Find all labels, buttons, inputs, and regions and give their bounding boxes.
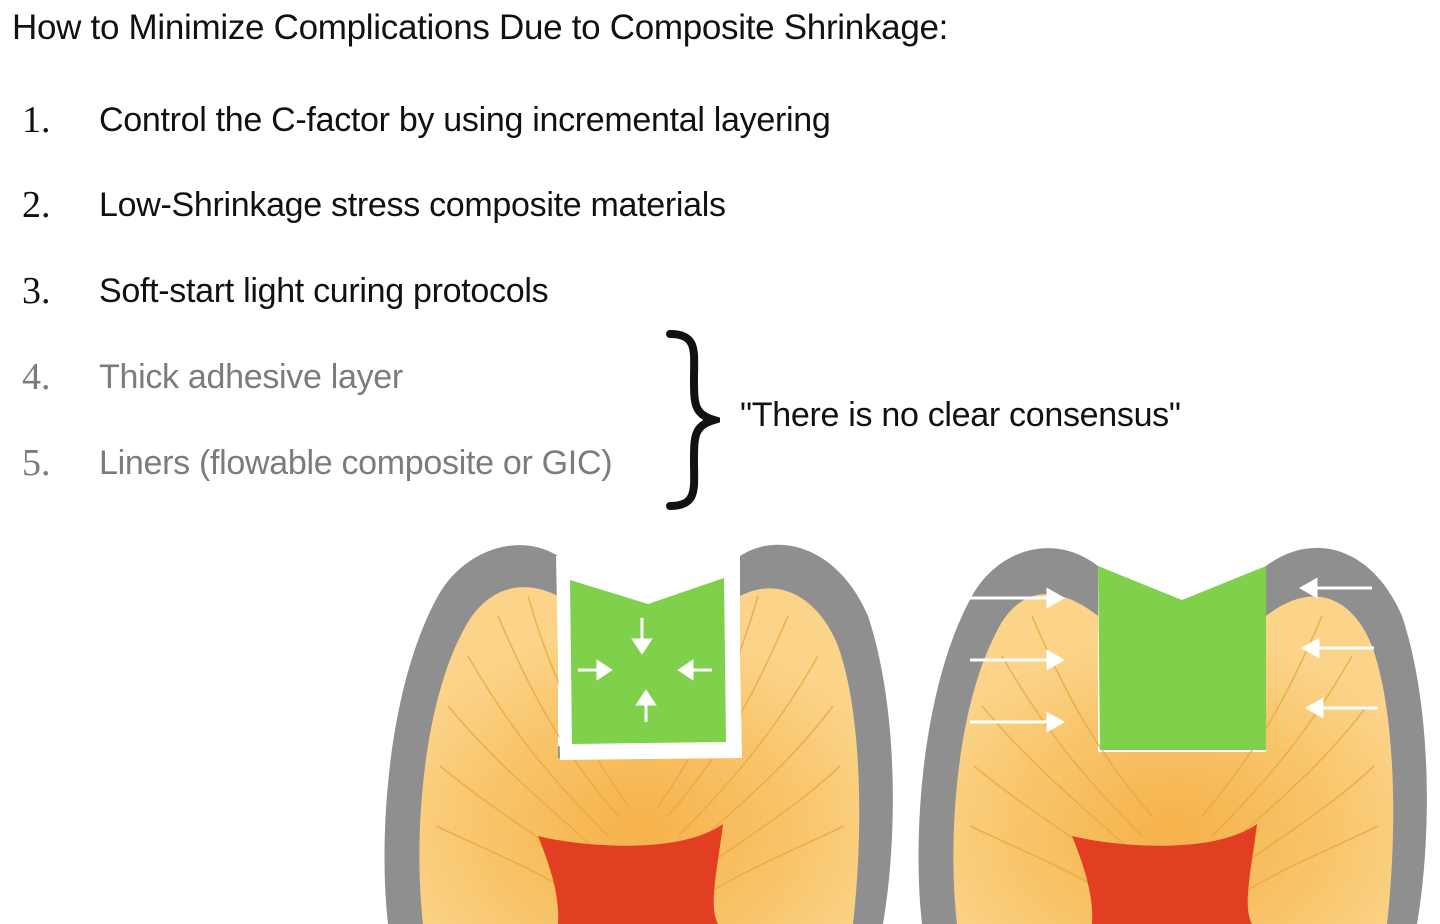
list-item-text: Thick adhesive layer [99, 358, 403, 396]
list-item-number: 5. [22, 442, 51, 484]
tooth-cavity-bonded-stress-icon [918, 547, 1427, 924]
list-item-text: Low-Shrinkage stress composite materials [99, 186, 726, 224]
consensus-note: "There is no clear consensus" [740, 396, 1181, 434]
curly-brace-icon [666, 330, 720, 510]
list-item-text: Control the C-factor by using incrementa… [99, 101, 831, 139]
list-item-text: Liners (flowable composite or GIC) [99, 444, 613, 482]
list-item-number: 3. [22, 270, 51, 312]
page-title: How to Minimize Complications Due to Com… [12, 8, 949, 47]
list-item-number: 1. [22, 99, 51, 141]
list-item-number: 2. [22, 184, 51, 226]
list-item-text: Soft-start light curing protocols [99, 272, 549, 310]
list-item-number: 4. [22, 356, 51, 398]
tooth-cavity-shrinkage-gap-icon [384, 544, 893, 924]
